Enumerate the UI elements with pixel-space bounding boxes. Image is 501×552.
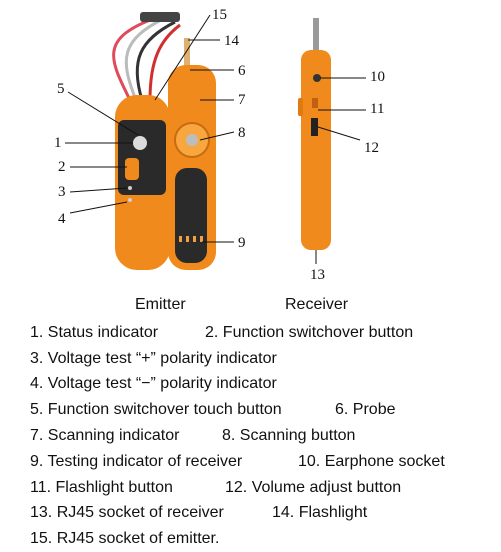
legend-row: 3. Voltage test “+” polarity indicator bbox=[30, 346, 495, 372]
legend-item-6: 6. Probe bbox=[335, 401, 396, 419]
legend-item-5: 5. Function switchover touch button bbox=[30, 401, 282, 419]
legend-row: 13. RJ45 socket of receiver 14. Flashlig… bbox=[30, 501, 495, 527]
legend-item-15: 15. RJ45 socket of emitter. bbox=[30, 530, 220, 548]
callout-7: 7 bbox=[238, 92, 246, 108]
callout-9: 9 bbox=[238, 235, 246, 251]
legend-item-14: 14. Flashlight bbox=[272, 504, 368, 522]
legend-item-12: 12. Volume adjust button bbox=[225, 478, 402, 496]
legend-item-13: 13. RJ45 socket of receiver bbox=[30, 504, 224, 522]
emitter-caption: Emitter bbox=[135, 296, 186, 313]
legend-item-2: 2. Function switchover button bbox=[205, 323, 414, 341]
callout-15: 15 bbox=[212, 7, 227, 23]
callout-5: 5 bbox=[57, 81, 65, 97]
test-cables bbox=[112, 12, 181, 101]
emitter-device bbox=[115, 95, 170, 270]
legend-item-4: 4. Voltage test “−” polarity indicator bbox=[30, 375, 277, 393]
legend-item-11: 11. Flashlight button bbox=[30, 478, 173, 496]
legend-item-8: 8. Scanning button bbox=[222, 427, 356, 445]
legend-row: 5. Function switchover touch button 6. P… bbox=[30, 397, 495, 423]
callout-2: 2 bbox=[58, 159, 66, 175]
callout-13: 13 bbox=[310, 267, 325, 283]
callout-10: 10 bbox=[370, 69, 385, 85]
callout-11: 11 bbox=[370, 101, 385, 117]
device-illustration bbox=[65, 12, 366, 270]
callout-lines bbox=[65, 14, 366, 264]
callout-12: 12 bbox=[364, 140, 379, 156]
legend-row: 7. Scanning indicator 8. Scanning button bbox=[30, 423, 495, 449]
legend-item-9: 9. Testing indicator of receiver bbox=[30, 452, 243, 470]
callout-8: 8 bbox=[238, 125, 246, 141]
legend-row: 15. RJ45 socket of emitter. bbox=[30, 526, 495, 552]
receiver-front bbox=[168, 38, 216, 270]
callout-4: 4 bbox=[58, 211, 66, 227]
device-figure: 1 2 3 4 5 6 7 8 9 10 11 12 13 14 15 bbox=[54, 7, 385, 283]
legend-row: 4. Voltage test “−” polarity indicator bbox=[30, 372, 495, 398]
callout-14: 14 bbox=[224, 33, 239, 49]
legend-row: 9. Testing indicator of receiver 10. Ear… bbox=[30, 449, 495, 475]
legend: 1. Status indicator 2. Function switchov… bbox=[30, 320, 495, 552]
callout-6: 6 bbox=[238, 63, 246, 79]
legend-row: 1. Status indicator 2. Function switchov… bbox=[30, 320, 495, 346]
receiver-caption: Receiver bbox=[285, 296, 349, 313]
legend-item-10: 10. Earphone socket bbox=[298, 452, 445, 470]
legend-item-1: 1. Status indicator bbox=[30, 323, 159, 341]
callout-1: 1 bbox=[54, 135, 62, 151]
receiver-side bbox=[298, 18, 331, 250]
legend-item-3: 3. Voltage test “+” polarity indicator bbox=[30, 349, 277, 367]
legend-row: 11. Flashlight button 12. Volume adjust … bbox=[30, 475, 495, 501]
callout-3: 3 bbox=[58, 184, 66, 200]
legend-item-7: 7. Scanning indicator bbox=[30, 427, 180, 445]
